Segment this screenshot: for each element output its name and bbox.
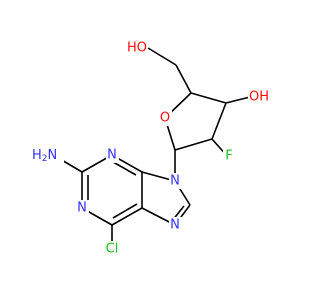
bond-c2prime-c1prime bbox=[174, 138, 213, 151]
bond-c5prime-oh bbox=[147, 47, 177, 66]
bond-c4prime-c3prime bbox=[190, 92, 227, 104]
bond-c3prime-c2prime bbox=[211, 102, 227, 140]
bond-lines bbox=[59, 47, 251, 247]
bond-c3prime-oh bbox=[225, 96, 251, 104]
hydroxyl-top-label: HO bbox=[127, 41, 147, 56]
n9-label: N bbox=[170, 174, 180, 189]
hydroxyl-right-label: OH bbox=[249, 90, 269, 105]
n3-label: N bbox=[107, 148, 117, 163]
amino-h: H bbox=[32, 148, 42, 163]
bond-c4prime-c5prime bbox=[175, 64, 192, 94]
amino-n: N bbox=[48, 148, 58, 163]
amino-label: H2N bbox=[32, 148, 57, 165]
bond-c6-c5-double bbox=[112, 203, 138, 219]
atom-labels: H2N N N N N Cl O F OH HO bbox=[30, 40, 270, 257]
n7-label: N bbox=[170, 218, 180, 233]
chlorine-label: Cl bbox=[106, 242, 119, 257]
molecule-structure: H2N N N N N Cl O F OH HO bbox=[30, 40, 270, 257]
bond-c4-n3-double bbox=[112, 161, 137, 176]
ring-oxygen-label: O bbox=[160, 111, 170, 126]
bond-c6-c5 bbox=[111, 207, 143, 226]
amino-subscript: 2 bbox=[42, 154, 48, 164]
fluorine-label: F bbox=[225, 149, 232, 164]
n1-label: N bbox=[77, 201, 87, 216]
